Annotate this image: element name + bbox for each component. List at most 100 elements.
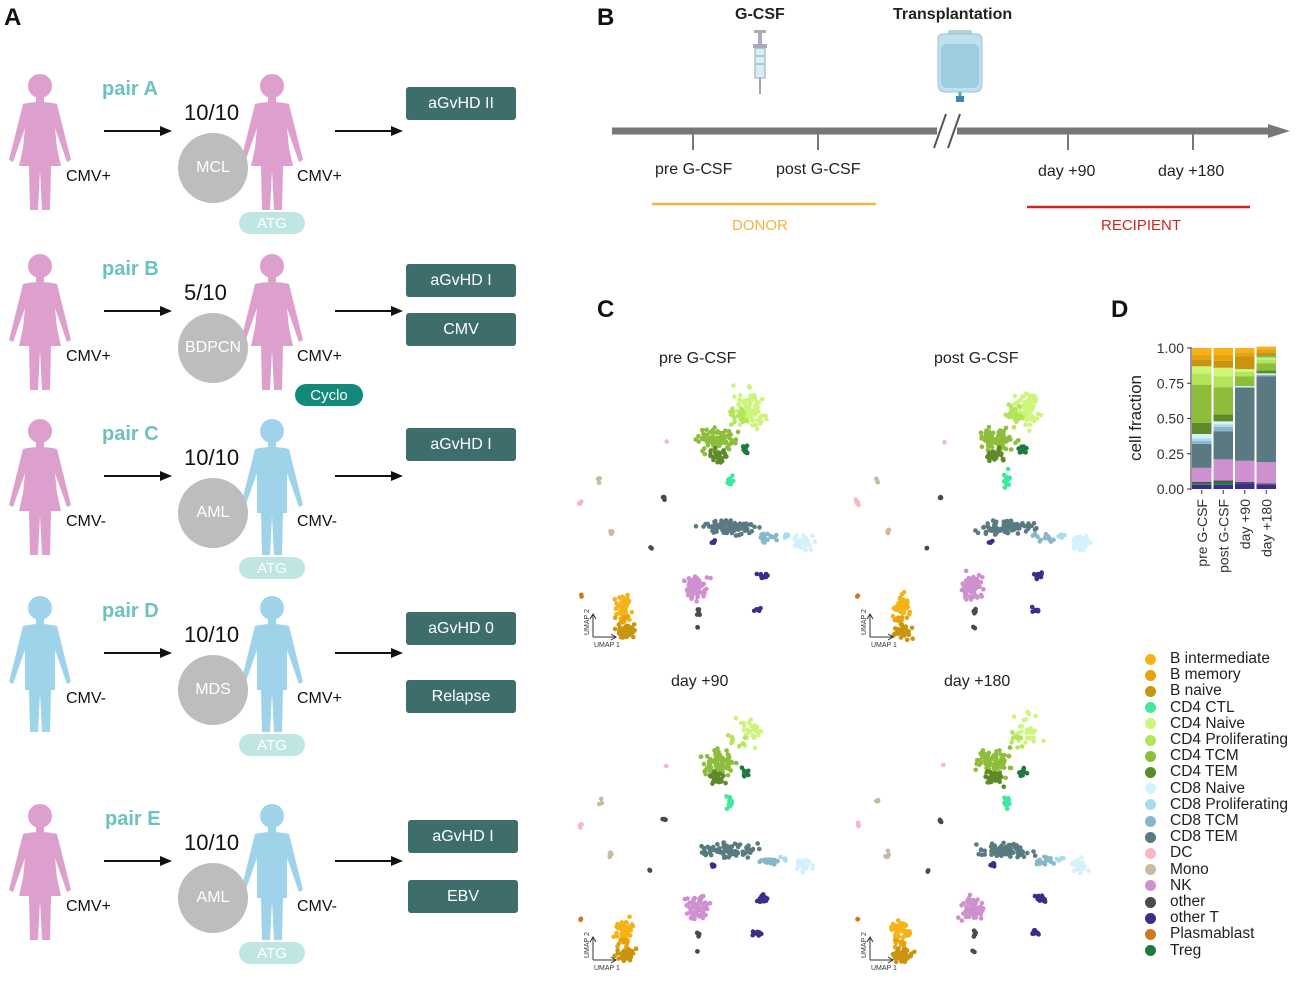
umap-cluster-other: [924, 545, 930, 551]
outcome-box: EBV: [408, 880, 518, 913]
umap-cluster-mono: [885, 527, 892, 536]
umap-point: [761, 531, 766, 537]
umap-point: [612, 626, 618, 632]
umap-point: [1024, 417, 1030, 423]
umap-point: [1020, 416, 1025, 421]
bar-segment-cd4-tem: [1192, 422, 1212, 435]
umap-cluster-cd4-ctl: [725, 473, 736, 487]
umap-point: [874, 476, 879, 482]
umap-point: [1019, 394, 1025, 400]
bar-segment-nk: [1213, 459, 1233, 481]
timepoint-pre-gcsf: pre G-CSF: [655, 161, 733, 178]
umap-point: [724, 748, 729, 753]
umap-point: [712, 748, 717, 753]
umap-point: [1010, 527, 1016, 533]
umap-point: [731, 850, 737, 855]
hla-match: 10/10: [184, 445, 240, 470]
bar-segment-b-intermediate: [1235, 348, 1255, 353]
umap-cluster-other: [971, 606, 978, 616]
bar-segment-cd8-tem: [1192, 443, 1212, 468]
umap-point: [854, 500, 860, 506]
umap-point: [618, 600, 624, 606]
umap-point: [695, 594, 700, 600]
bar-segment-b-memory: [1192, 355, 1212, 360]
umap-point: [964, 585, 969, 590]
umap-point: [899, 615, 905, 620]
umap-point: [704, 766, 710, 771]
umap-point: [998, 526, 1004, 532]
umap-point: [618, 608, 623, 613]
umap-point: [722, 434, 727, 440]
umap-cluster-treg: [740, 443, 750, 456]
umap-point: [736, 744, 742, 749]
umap-point: [750, 932, 755, 938]
outcome-box: Relapse: [406, 680, 516, 713]
umap-point: [1008, 447, 1014, 452]
legend-item: Mono: [1145, 861, 1209, 878]
umap-point: [800, 864, 806, 869]
umap-cluster-cd4-ctl: [1001, 466, 1012, 490]
umap-point: [1027, 395, 1033, 400]
umap-point: [1016, 438, 1021, 443]
umap-cluster-dc: [664, 439, 669, 444]
bar-segment-cd8-naive: [1192, 434, 1212, 439]
umap-point: [716, 749, 721, 755]
umap-cluster-cd8-tcm: [757, 857, 780, 867]
legend-swatch: [1145, 880, 1156, 892]
umap-point: [746, 384, 752, 389]
umap-point: [728, 432, 733, 437]
umap-cluster-other: [648, 545, 654, 551]
umap-point: [901, 604, 907, 609]
bar-segment-cd8-tcm: [1192, 441, 1212, 444]
umap-point: [799, 539, 805, 544]
umap-point: [733, 437, 739, 442]
umap-cluster-b-naive: [891, 622, 915, 643]
bar-segment-treg: [1213, 481, 1233, 485]
umap-cluster-cd4-naive: [733, 715, 764, 751]
panel-c-label: C: [597, 296, 615, 323]
donor-figure-icon: [9, 74, 71, 210]
umap-cluster-mono: [595, 476, 602, 486]
umap-point: [855, 593, 861, 598]
bar-segment-b-naive: [1213, 360, 1233, 368]
umap-point: [763, 574, 769, 580]
umap-point: [937, 495, 943, 501]
umap-point: [1027, 422, 1032, 428]
umap-point: [746, 849, 752, 855]
umap-cluster-other-t: [751, 605, 763, 614]
umap-point: [725, 845, 730, 850]
umap-point: [628, 933, 633, 938]
umap-point: [990, 518, 996, 523]
umap-point: [750, 733, 756, 739]
umap-point: [909, 625, 915, 631]
umap-point: [708, 439, 713, 445]
hla-match: 10/10: [184, 830, 240, 855]
umap-cluster-cd8-proliferating: [1056, 532, 1067, 540]
umap-cluster-other: [971, 624, 978, 631]
umap-point: [579, 594, 584, 599]
umap-point: [1001, 428, 1006, 434]
umap-point: [623, 606, 628, 611]
umap-point: [742, 417, 748, 422]
umap-cluster-other: [660, 494, 667, 503]
donor-figure-icon: [9, 804, 71, 940]
umap-point: [717, 762, 722, 767]
legend-swatch: [1145, 734, 1156, 746]
umap-point: [1019, 444, 1024, 450]
umap-point: [730, 473, 735, 478]
umap-point: [1034, 416, 1040, 421]
umap-point: [711, 434, 716, 440]
legend-item: CD8 TCM: [1145, 812, 1239, 829]
umap-point: [623, 598, 629, 604]
bar-segment-cd8-tem: [1256, 376, 1276, 463]
umap-point: [722, 440, 728, 446]
umap-point: [725, 759, 731, 764]
bar-segment-cd4-tcm: [1192, 384, 1212, 423]
umap-point: [754, 407, 759, 413]
legend-item: CD4 Proliferating: [1145, 731, 1288, 748]
legend-swatch: [1145, 945, 1156, 957]
legend-swatch: [1145, 669, 1156, 681]
bar-segment-cd4-naive: [1256, 357, 1276, 360]
umap-point: [968, 589, 974, 595]
bar-segment-cd8-proliferating: [1213, 424, 1233, 427]
